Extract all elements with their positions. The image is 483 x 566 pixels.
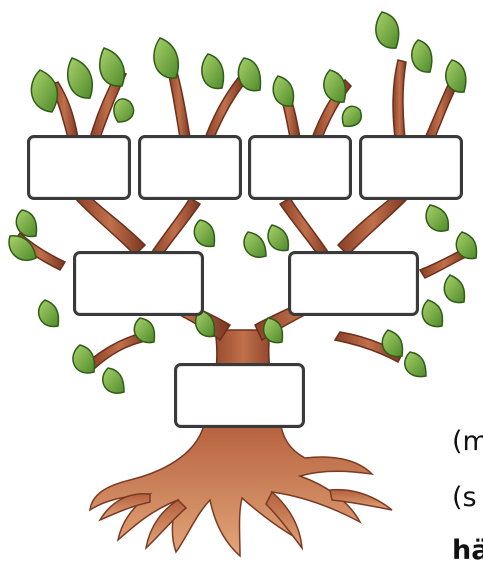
grandparent-box-4[interactable] xyxy=(359,135,463,200)
self-box[interactable] xyxy=(174,363,305,428)
tree-leaves xyxy=(8,11,478,394)
grandparent-box-1[interactable] xyxy=(27,135,131,200)
grandparent-box-3[interactable] xyxy=(248,135,352,200)
side-text-line-1: (m xyxy=(452,426,483,457)
grandparent-box-2[interactable] xyxy=(138,135,242,200)
tree-roots xyxy=(89,419,393,558)
parent-box-1[interactable] xyxy=(73,251,204,316)
parent-box-2[interactable] xyxy=(288,251,419,316)
side-text-line-3: hä xyxy=(452,535,483,566)
side-text-line-2: (s xyxy=(452,482,477,513)
